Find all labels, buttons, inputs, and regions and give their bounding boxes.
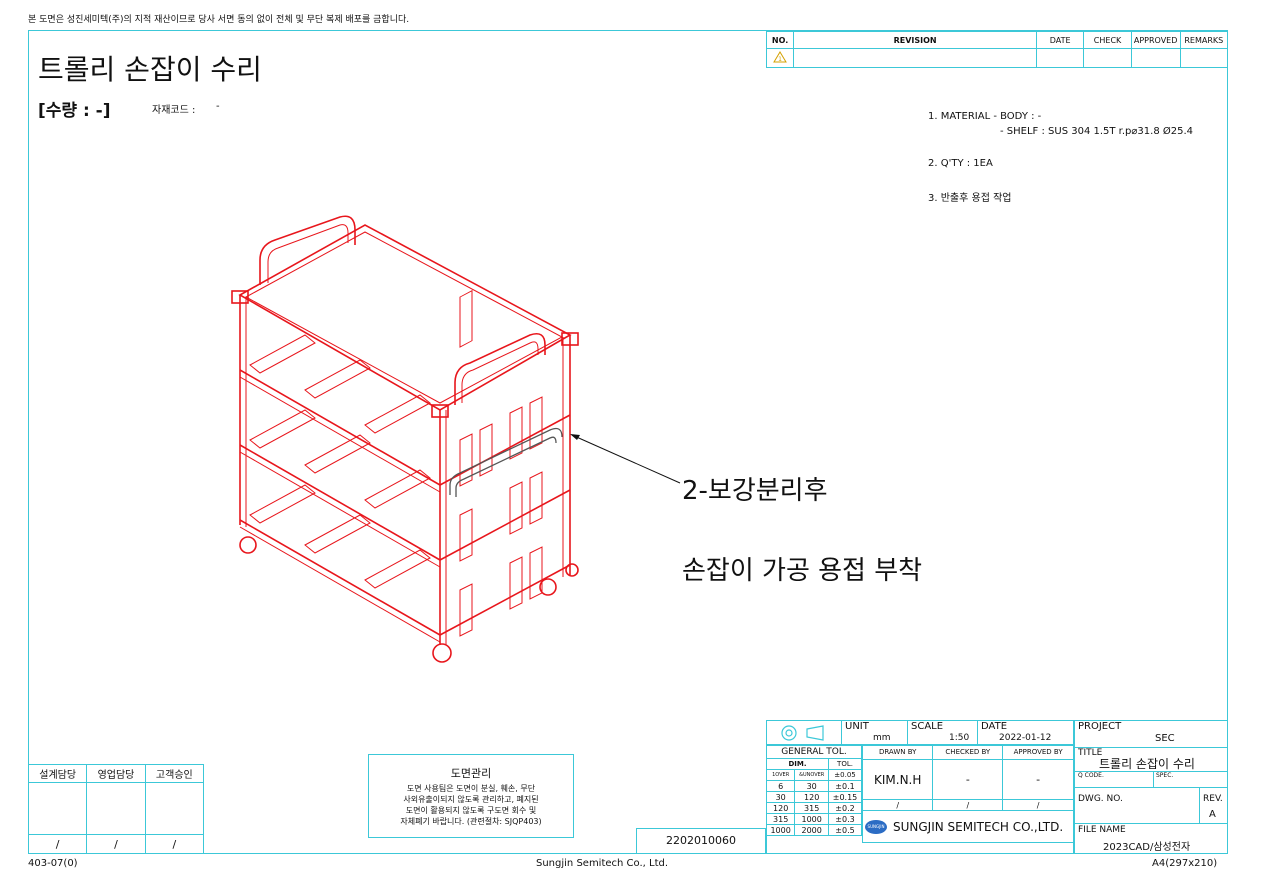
wheels bbox=[239, 536, 579, 663]
drawn-by-label: DRAWN BY bbox=[861, 744, 934, 760]
drawing-number-box: 2202010060 bbox=[636, 828, 766, 854]
project-label: PROJECT bbox=[1078, 721, 1122, 732]
title-value: 트롤리 손잡이 수리 bbox=[1099, 757, 1195, 771]
rev-header-revision: REVISION bbox=[793, 31, 1038, 49]
checked-by-slash: / bbox=[932, 799, 1004, 811]
over-label: 1OVER bbox=[765, 769, 796, 781]
signoff-design-value: / bbox=[27, 834, 88, 854]
quantity-label: [수량 : -] bbox=[38, 101, 111, 121]
rev-header-check: CHECK bbox=[1083, 31, 1132, 49]
tol-row-min: 6 bbox=[765, 780, 796, 792]
tol-row-max: 1000 bbox=[794, 813, 830, 825]
tol-row-min: 120 bbox=[765, 802, 796, 814]
tol-row-min: 315 bbox=[765, 813, 796, 825]
tol-row-max: 2000 bbox=[794, 824, 830, 836]
document-control-line4: 자체폐기 바랍니다. (관련절차: SJQP403) bbox=[400, 817, 542, 826]
callout-leader-line bbox=[570, 434, 681, 484]
material-code-value: - bbox=[216, 101, 220, 112]
front-handle bbox=[454, 332, 546, 405]
callout-text-1: 2-보강분리후 bbox=[682, 476, 828, 506]
tol-row-value: ±0.5 bbox=[828, 824, 862, 836]
copyright-notice: 본 도면은 성진세미텍(주)의 지적 재산이므로 당사 서면 동의 없이 전체 … bbox=[28, 15, 410, 25]
company-logo: SUNGJIN bbox=[865, 819, 887, 834]
top-shelf bbox=[238, 224, 572, 411]
back-handle bbox=[259, 215, 356, 285]
tol-row-value: ±0.2 bbox=[828, 802, 862, 814]
signoff-header-sales: 영업담당 bbox=[86, 764, 146, 783]
reinforcement-handle bbox=[449, 427, 563, 495]
footer-company: Sungjin Semitech Co., Ltd. bbox=[536, 858, 669, 869]
approved-by-value: - bbox=[1002, 759, 1074, 800]
drawing-frame bbox=[28, 30, 1228, 854]
unit-label: UNIT bbox=[845, 721, 869, 732]
note-material-shelf: - SHELF : SUS 304 1.5T r.p⌀31.8 Ø25.4 bbox=[1000, 126, 1193, 137]
unit-value: mm bbox=[873, 733, 891, 743]
signoff-customer-value: / bbox=[144, 834, 205, 854]
note-qty: 2. Q'TY : 1EA bbox=[928, 158, 993, 169]
dim-label: DIM. bbox=[765, 758, 830, 770]
date-value: 2022-01-12 bbox=[999, 733, 1052, 743]
approved-by-label: APPROVED BY bbox=[1002, 744, 1074, 760]
rev-header-date: DATE bbox=[1036, 31, 1085, 49]
revision-table: NO. REVISION DATE CHECK APPROVED REMARKS… bbox=[765, 31, 1229, 68]
scale-value: 1:50 bbox=[949, 733, 970, 743]
title-block-right: PROJECT SEC TITLE 트롤리 손잡이 수리 Q CODE. SPE… bbox=[1074, 720, 1228, 854]
document-control-line1: 도면 사용팀은 도면이 분실, 훼손, 무단 bbox=[406, 784, 536, 793]
rev-label: REV. bbox=[1203, 794, 1223, 804]
third-angle-projection-icon bbox=[781, 725, 824, 741]
file-name-value: 2023CAD/삼성전자 bbox=[1103, 842, 1191, 853]
revision-triangle-icon: 1 bbox=[765, 48, 795, 68]
tol-row-min: 30 bbox=[765, 791, 796, 803]
dwg-no-label: DWG. NO. bbox=[1078, 794, 1123, 804]
tol-row-max: 315 bbox=[794, 802, 830, 814]
trolley-isometric-drawing bbox=[231, 215, 579, 663]
signoff-header-customer: 고객승인 bbox=[144, 764, 205, 783]
drawn-by-value: KIM.N.H bbox=[861, 759, 934, 800]
tol-row-max: 30 bbox=[794, 780, 830, 792]
document-control-title: 도면관리 bbox=[450, 767, 492, 780]
under-label: &UNOVER bbox=[794, 769, 830, 781]
tol-row-value: ±0.3 bbox=[828, 813, 862, 825]
rev-value: A bbox=[1209, 809, 1216, 820]
company-name: SUNGJIN SEMITECH CO.,LTD. bbox=[893, 819, 1064, 834]
date-label: DATE bbox=[981, 721, 1008, 732]
qcode-label: Q CODE. bbox=[1078, 772, 1104, 779]
material-code-label: 자재코드 : bbox=[152, 105, 196, 116]
checked-by-value: - bbox=[932, 759, 1004, 800]
tol-row-value: ±0.1 bbox=[828, 780, 862, 792]
footer-paper-size: A4(297x210) bbox=[1152, 858, 1218, 869]
note-material: 1. MATERIAL - BODY : - bbox=[928, 111, 1042, 122]
general-tolerance-table: GENERAL TOL. DIM. TOL. 1OVER &UNOVER ±0.… bbox=[765, 744, 862, 836]
tol-label: TOL. bbox=[828, 758, 862, 770]
project-value: SEC bbox=[1155, 733, 1175, 744]
signoff-sales-value: / bbox=[86, 834, 146, 854]
document-control-line3: 도면이 활용되지 않도록 구도면 회수 및 bbox=[405, 806, 537, 815]
rev-header-no: NO. bbox=[765, 31, 795, 49]
tol-first: ±0.05 bbox=[828, 769, 862, 781]
projection-symbol bbox=[767, 721, 842, 746]
rev-header-remarks: REMARKS bbox=[1179, 31, 1229, 49]
tol-row-max: 120 bbox=[794, 791, 830, 803]
callout-text-2: 손잡이 가공 용접 부착 bbox=[682, 556, 923, 586]
file-name-label: FILE NAME bbox=[1078, 825, 1126, 835]
note-work: 3. 반출후 용접 작업 bbox=[928, 193, 1012, 204]
general-tol-label: GENERAL TOL. bbox=[766, 744, 862, 759]
scale-label: SCALE bbox=[911, 721, 944, 732]
title-label: TITLE bbox=[1078, 748, 1103, 758]
spec-label: SPEC. bbox=[1156, 772, 1174, 779]
signoff-table: 설계담당 영업담당 고객승인 / / / bbox=[27, 764, 205, 854]
drawn-by-slash: / bbox=[861, 799, 934, 811]
approval-table: DRAWN BY CHECKED BY APPROVED BY KIM.N.H … bbox=[861, 744, 1074, 843]
checked-by-label: CHECKED BY bbox=[932, 744, 1004, 760]
revision-number: 1 bbox=[778, 56, 782, 63]
tol-row-min: 1000 bbox=[765, 824, 796, 836]
document-control-box: 도면관리 도면 사용팀은 도면이 분실, 훼손, 무단 사외유출이되지 않도록 … bbox=[368, 754, 574, 838]
approved-by-slash: / bbox=[1002, 799, 1074, 811]
rev-header-approved: APPROVED bbox=[1130, 31, 1181, 49]
drawing-title: 트롤리 손잡이 수리 bbox=[38, 53, 262, 86]
footer-form-number: 403-07(0) bbox=[28, 858, 78, 869]
document-control-line2: 사외유출이되지 않도록 관리하고, 폐지된 bbox=[403, 795, 539, 804]
signoff-header-design: 설계담당 bbox=[27, 764, 88, 783]
tol-row-value: ±0.15 bbox=[828, 791, 862, 803]
